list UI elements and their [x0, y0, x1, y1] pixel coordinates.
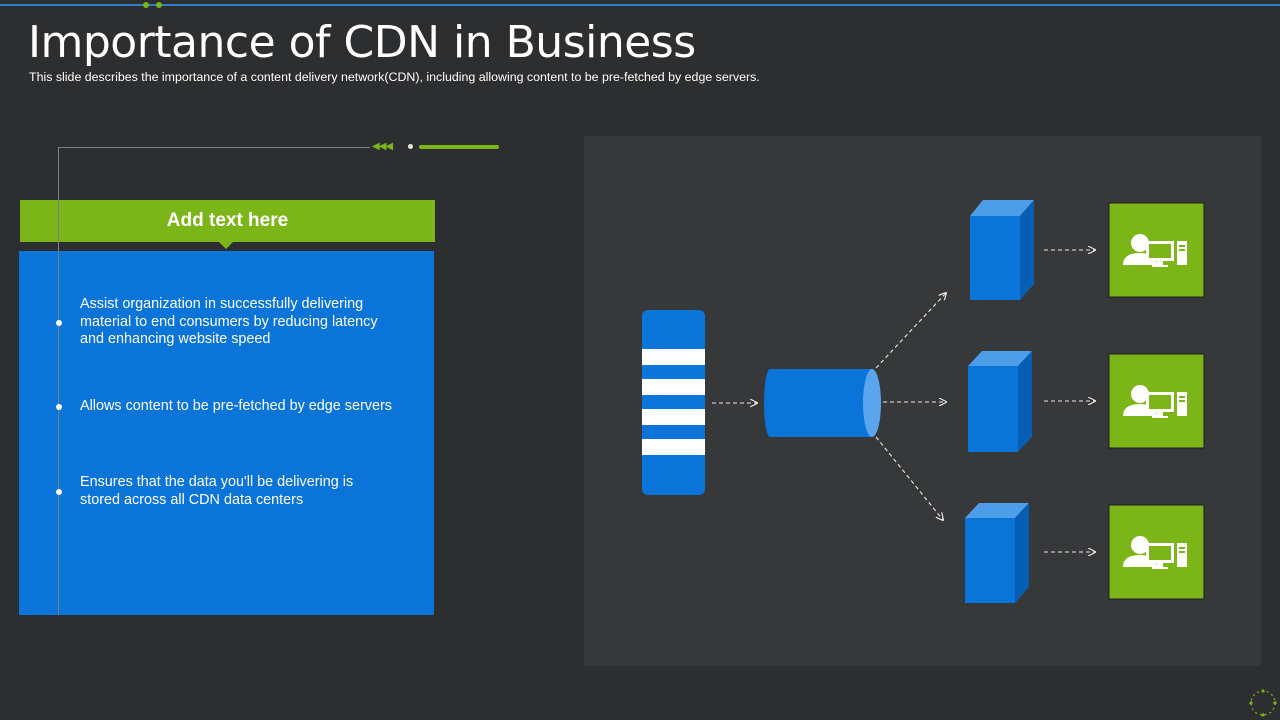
bullet-dot-icon	[56, 404, 62, 410]
bullet-text: Assist organization in successfully deli…	[80, 296, 378, 347]
top-dot-icon	[156, 2, 162, 8]
edge-server-cube-icon	[968, 351, 1032, 452]
connector-dot-icon	[408, 144, 413, 149]
bullet-dot-icon	[56, 489, 62, 495]
user-computer-icon	[1108, 504, 1205, 600]
green-accent-bar	[419, 145, 499, 149]
slide-title: Importance of CDN in Business	[28, 17, 696, 68]
dashed-arrow	[875, 293, 946, 369]
bullet-text: Allows content to be pre-fetched by edge…	[80, 398, 392, 414]
user-computer-icon	[1108, 202, 1205, 298]
edge-server-cube-icon	[965, 503, 1029, 603]
connector-vertical	[58, 147, 59, 615]
top-accent-line	[0, 4, 1280, 6]
striped-server-icon	[642, 310, 705, 495]
top-dot-icon	[143, 2, 149, 8]
edge-server-cube-icon	[970, 200, 1034, 300]
dashed-arrow	[875, 436, 943, 520]
bullet-dot-icon	[56, 320, 62, 326]
bullet-text: Ensures that the data you'll be deliveri…	[80, 474, 354, 508]
user-computer-icon	[1108, 353, 1205, 449]
slide-subtitle: This slide describes the importance of a…	[29, 70, 760, 84]
connector-horizontal	[58, 147, 370, 148]
cylinder-database-icon	[764, 369, 881, 437]
triple-arrow-icon: ◀◀◀	[372, 141, 393, 152]
circle-dots-icon	[1249, 689, 1277, 717]
cdn-diagram-panel	[584, 136, 1261, 666]
card-header: Add text here	[20, 200, 435, 242]
header-pointer-icon	[219, 242, 233, 249]
content-card	[19, 251, 434, 615]
